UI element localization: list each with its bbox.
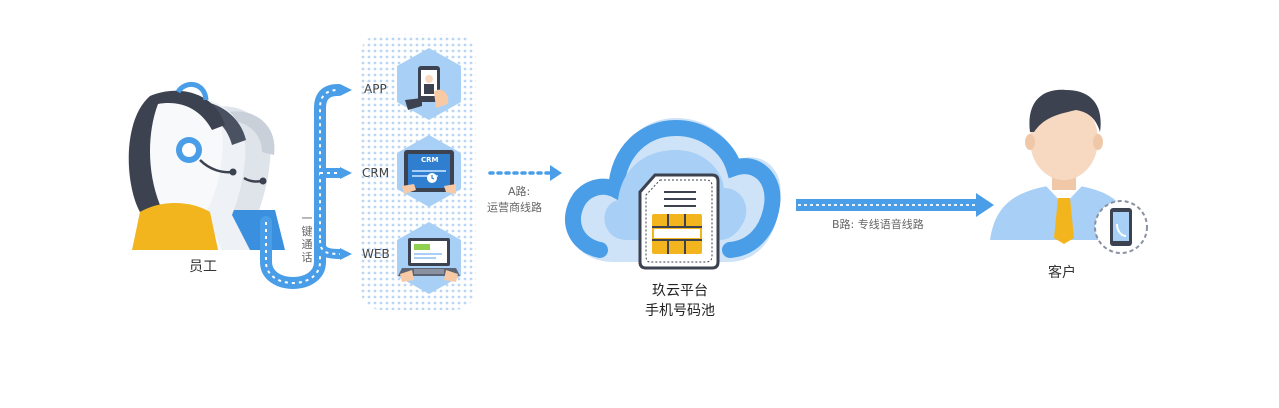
one-click-call-label: 一键通话 [301, 212, 313, 264]
crm-channel-node [397, 135, 461, 207]
crm-label: CRM [362, 166, 390, 180]
crm-screen-text: CRM [421, 156, 439, 164]
headset-icon [175, 82, 267, 185]
platform-title: 玖云平台 [652, 283, 708, 299]
employee-label: 员工 [189, 259, 217, 275]
customer-illustration [990, 89, 1148, 254]
web-label: WEB [362, 247, 390, 261]
route-a-label-line1: A路: [508, 185, 531, 198]
route-b-arrow [796, 193, 994, 217]
employee-illustration [127, 82, 285, 250]
customer-label: 客户 [1048, 265, 1076, 281]
route-b-label: B路: 专线语音线路 [832, 218, 924, 231]
app-channel-node [397, 48, 461, 120]
tablet-icon [402, 150, 456, 194]
laptop-icon [398, 238, 460, 282]
phone-icon [405, 66, 449, 110]
route-a-label-line2: 运营商线路 [487, 201, 542, 214]
app-label: APP [364, 82, 387, 96]
one-click-connector [260, 84, 352, 289]
sim-card-icon [638, 173, 720, 270]
mobile-phone-icon [1110, 208, 1132, 246]
platform-subtitle: 手机号码池 [645, 303, 715, 319]
route-a-arrow [488, 165, 562, 181]
web-channel-node [397, 222, 461, 294]
